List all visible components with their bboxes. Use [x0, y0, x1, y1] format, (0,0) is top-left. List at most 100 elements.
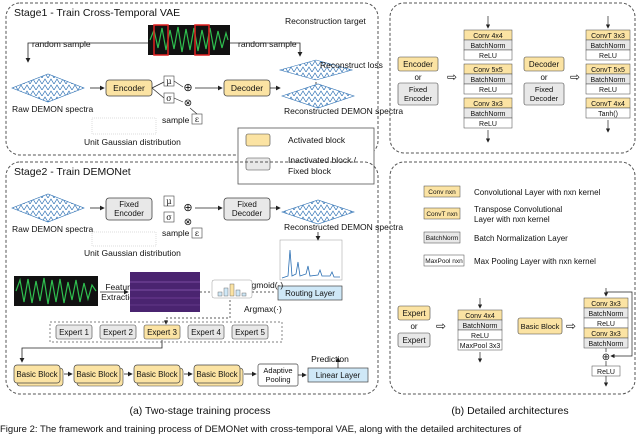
routing-spectrum	[279, 239, 343, 281]
legend-convt-tag	[423, 207, 461, 220]
decoder-stack-7	[585, 107, 631, 119]
decoder-stack-2	[585, 49, 631, 61]
mu-label-stage2: μ	[166, 197, 171, 206]
expert-stack: Conv 4x4 BatchNorm ReLU MaxPool 3x3	[457, 309, 503, 351]
legend-inactivated-label-2: Fixed block	[288, 166, 332, 176]
fixed-decoder-block-stage2	[223, 197, 271, 221]
decoder-stack: ConvT 3x3 BatchNorm ReLU ConvT 5x5 Batch…	[585, 29, 631, 119]
arch-fixed-decoder-block	[523, 82, 565, 106]
arch-fixed-encoder-label-2: Encoder	[404, 94, 432, 103]
arch-fixed-decoder-label-2: Decoder	[530, 94, 559, 103]
legend-conv-tag	[423, 185, 461, 198]
sigma-label-stage2: σ	[166, 213, 172, 222]
stage1-title: Stage1 - Train Cross-Temporal VAE	[14, 7, 180, 19]
basic-arch-arrow: ⇨	[566, 319, 576, 333]
basic-relu-label: ReLU	[597, 369, 615, 376]
basic-block-1	[13, 364, 61, 384]
basic-stack-label-1: BatchNorm	[588, 311, 623, 318]
legend-bn-desc: Batch Normalization Layer	[474, 234, 568, 243]
routing-layer	[277, 285, 343, 301]
encoder-stack-label-7: BatchNorm	[470, 111, 505, 118]
expert-arch-label: Expert	[402, 309, 426, 318]
waveform-stage1	[148, 24, 230, 56]
basic-stack-label-4: BatchNorm	[588, 341, 623, 348]
expert-stack-3	[457, 339, 503, 351]
reconstruction-target-spectra	[278, 59, 354, 81]
arch-arrow-2: ⇨	[570, 70, 580, 84]
sigma-box-stage2	[163, 211, 175, 223]
encoder-label-stage1: Encoder	[113, 83, 145, 93]
times-op-stage2: ⊗	[184, 217, 192, 228]
expert-arch-arrow: ⇨	[436, 319, 446, 333]
stage2-title: Stage2 - Train DEMONet	[14, 166, 131, 178]
waveform-stage2	[14, 276, 98, 306]
feature-extraction-label-1: Feature	[105, 282, 135, 292]
legend-convt-tag-label: ConvT nxn	[426, 211, 458, 218]
arch-bottom-panel	[389, 161, 636, 395]
stage1-panel	[5, 2, 379, 156]
figure-caption: Figure 2: The framework and training pro…	[0, 424, 522, 434]
plus-op-stage2: ⊕	[183, 202, 192, 214]
decoder-stack-label-7: Tanh()	[598, 111, 618, 118]
epsilon-label-stage1: ε	[195, 115, 199, 124]
legend-mp-tag	[423, 254, 465, 267]
encoder-stack-label-0: Conv 4x4	[473, 33, 503, 40]
decoder-stack-label-0: ConvT 3x3	[591, 33, 625, 40]
basic-block-3-label: Basic Block	[136, 370, 178, 379]
legend-mp-tag-label: MaxPool nxn	[425, 258, 463, 265]
expert-3-label: Expert 3	[147, 328, 177, 337]
expert-5-label: Expert 5	[235, 328, 265, 337]
gaussian-box-stage2	[91, 231, 157, 247]
expert-stack-label-0: Conv 4x4	[465, 313, 495, 320]
expert-2	[99, 324, 137, 340]
decoder-stack-label-2: ReLU	[599, 53, 617, 60]
basic-block-3	[133, 364, 181, 384]
basic-stack-label-2: ReLU	[597, 321, 615, 328]
reconstruct-loss-label: Reconstruct loss	[320, 60, 383, 70]
expert-2-label: Expert 2	[103, 328, 133, 337]
decoder-stack-label-3: ConvT 5x5	[591, 67, 625, 74]
decoder-stack-label-4: BatchNorm	[590, 77, 625, 84]
legend-activated-swatch	[245, 133, 271, 147]
decoder-stack-label-6: ConvT 4x4	[591, 101, 625, 108]
arch-encoder-block	[397, 56, 439, 72]
sample-label-stage2: sample	[162, 228, 190, 238]
expert-1	[55, 324, 93, 340]
arch-arrow-1: ⇨	[447, 70, 457, 84]
experts-frame	[49, 321, 283, 343]
expert-arch-or: or	[410, 322, 417, 331]
arch-top-panel	[389, 2, 636, 154]
expert-stack-label-3: MaxPool 3x3	[460, 343, 501, 350]
raw-spectra-label-stage1: Raw DEMON spectra	[12, 104, 94, 114]
expert-4-label: Expert 4	[191, 328, 221, 337]
legend-convt-desc-2: Layer with nxn kernel	[474, 215, 550, 224]
reconstruction-target-label: Reconstruction target	[285, 16, 366, 26]
raw-spectra-stage2	[11, 193, 85, 223]
basic-block-2-label: Basic Block	[76, 370, 118, 379]
basic-block-1-label: Basic Block	[16, 370, 58, 379]
arch-fixed-encoder-label-1: Fixed	[409, 85, 427, 94]
expert-1-label: Expert 1	[59, 328, 89, 337]
decoder-stack-5	[585, 83, 631, 95]
decoder-label-stage1: Decoder	[231, 83, 263, 93]
encoder-stack-label-1: BatchNorm	[470, 43, 505, 50]
legend-mp-desc: Max Pooling Layer with nxn kernel	[474, 257, 596, 266]
basic-stack-label-3: Conv 3x3	[591, 331, 621, 338]
unit-gaussian-label-stage1: Unit Gaussian distribution	[84, 137, 181, 147]
routing-layer-label: Routing Layer	[285, 289, 335, 298]
recon-spectra-label-stage1: Reconstructed DEMON spectra	[284, 106, 403, 116]
raw-spectra-label-stage2: Raw DEMON spectra	[12, 224, 94, 234]
times-op-stage1: ⊗	[184, 98, 192, 109]
fixed-encoder-label-2: Encoder	[114, 209, 144, 218]
probability-bars	[211, 279, 253, 299]
fixed-encoder-block-stage2	[105, 197, 153, 221]
encoder-stack: Conv 4x4 BatchNorm ReLU Conv 5x5 BatchNo…	[463, 29, 513, 129]
linear-layer-label: Linear Layer	[316, 371, 361, 380]
expert-arch-block-2	[397, 332, 431, 348]
random-sample-right: random sample	[238, 39, 297, 49]
gaussian-box-stage1	[91, 117, 157, 135]
encoder-stack-2	[463, 49, 513, 61]
legend-inactivated-label-1: Inactivated block /	[288, 155, 357, 165]
encoder-stack-8	[463, 117, 513, 129]
